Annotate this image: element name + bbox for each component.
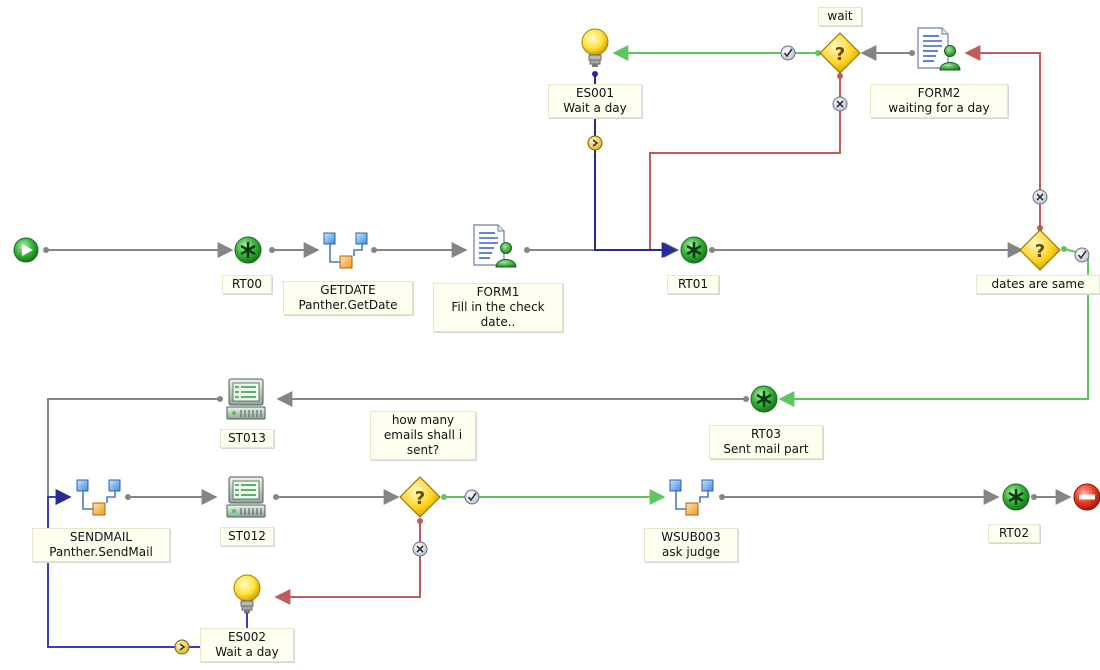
getdate-subprocess-icon[interactable] <box>323 232 368 269</box>
st012-server-icon[interactable] <box>226 476 266 518</box>
form2-id: FORM2 <box>917 86 961 100</box>
wsub003-subprocess-icon[interactable] <box>669 479 714 516</box>
timer-marker-icon <box>174 639 190 655</box>
rt01-id: RT01 <box>677 277 709 291</box>
rt00-id: RT00 <box>231 277 263 291</box>
wsub003-desc: ask judge <box>662 545 720 559</box>
flow-st013-to-sendmail <box>47 398 220 505</box>
form1-desc: Fill in the check date.. <box>451 300 545 329</box>
getdate-id: GETDATE <box>320 283 376 297</box>
no-marker-icon <box>412 541 428 557</box>
emails-decision-icon[interactable]: ? <box>399 476 441 518</box>
start-node-icon[interactable] <box>13 237 39 263</box>
rt02-node-icon[interactable] <box>1002 483 1030 511</box>
wait-decision-label: wait <box>818 7 862 26</box>
st012-id: ST012 <box>228 529 266 543</box>
rt00-label: RT00 <box>222 275 272 294</box>
no-dates-to-form2 <box>964 45 1041 228</box>
dates-decision-label: dates are same <box>976 275 1100 294</box>
svg-text:?: ? <box>415 488 425 509</box>
yes-marker-icon <box>1074 247 1090 263</box>
connection-dots <box>43 50 1067 614</box>
form1-icon[interactable] <box>473 224 517 268</box>
no-emails-to-es002 <box>274 520 421 605</box>
no-marker-icon <box>832 96 848 112</box>
rt01-label: RT01 <box>667 275 719 294</box>
form1-label: FORM1 Fill in the check date.. <box>433 283 563 332</box>
getdate-desc: Panther.GetDate <box>298 298 398 312</box>
sendmail-label: SENDMAIL Panther.SendMail <box>32 528 170 562</box>
timer-es001-to-rt01 <box>594 73 678 258</box>
wait-decision-icon[interactable]: ? <box>819 32 861 74</box>
end-node-icon[interactable] <box>1073 483 1100 511</box>
es001-label: ES001 Wait a day <box>548 84 642 118</box>
wsub003-label: WSUB003 ask judge <box>644 528 738 562</box>
rt01-node-icon[interactable] <box>680 236 708 264</box>
emails-decision-text: how many emails shall i sent? <box>383 413 463 457</box>
rt02-label: RT02 <box>988 524 1040 543</box>
rt02-id: RT02 <box>998 526 1030 540</box>
form1-id: FORM1 <box>476 285 520 299</box>
form2-desc: waiting for a day <box>888 101 990 115</box>
rt03-node-icon[interactable] <box>750 385 778 413</box>
timer-marker-icon <box>587 135 603 151</box>
es002-lightbulb-icon[interactable] <box>233 574 261 613</box>
sendmail-id: SENDMAIL <box>69 530 133 544</box>
sendmail-subprocess-icon[interactable] <box>76 479 121 516</box>
yes-marker-icon <box>464 489 480 505</box>
es002-desc: Wait a day <box>215 645 279 659</box>
rt03-label: RT03 Sent mail part <box>709 425 823 459</box>
dates-decision-icon[interactable]: ? <box>1019 229 1061 271</box>
emails-decision-label: how many emails shall i sent? <box>370 411 476 460</box>
sendmail-desc: Panther.SendMail <box>49 545 153 559</box>
timer-es002-to-sendmail <box>47 489 248 648</box>
st013-id: ST013 <box>228 431 266 445</box>
connectors <box>46 45 1089 648</box>
es002-id: ES002 <box>227 630 267 644</box>
st013-label: ST013 <box>220 429 274 448</box>
no-marker-icon <box>1032 189 1048 205</box>
wait-decision-text: wait <box>827 9 853 23</box>
es001-desc: Wait a day <box>563 101 627 115</box>
rt03-desc: Sent mail part <box>723 442 809 456</box>
wsub003-id: WSUB003 <box>661 530 721 544</box>
yes-marker-icon <box>780 45 796 61</box>
es001-id: ES001 <box>575 86 615 100</box>
no-wait-to-rt01 <box>649 75 841 250</box>
dates-decision-text: dates are same <box>991 277 1085 291</box>
rt00-node-icon[interactable] <box>234 236 262 264</box>
form2-label: FORM2 waiting for a day <box>870 84 1008 118</box>
es001-lightbulb-icon[interactable] <box>581 28 609 67</box>
form2-icon[interactable] <box>917 27 961 71</box>
svg-text:?: ? <box>1035 241 1045 262</box>
st013-server-icon[interactable] <box>226 378 266 420</box>
yes-dates-to-rt03 <box>778 248 1089 407</box>
getdate-label: GETDATE Panther.GetDate <box>283 281 413 315</box>
es002-label: ES002 Wait a day <box>200 628 294 662</box>
rt03-id: RT03 <box>750 427 782 441</box>
svg-text:?: ? <box>835 44 845 65</box>
st012-label: ST012 <box>220 527 274 546</box>
